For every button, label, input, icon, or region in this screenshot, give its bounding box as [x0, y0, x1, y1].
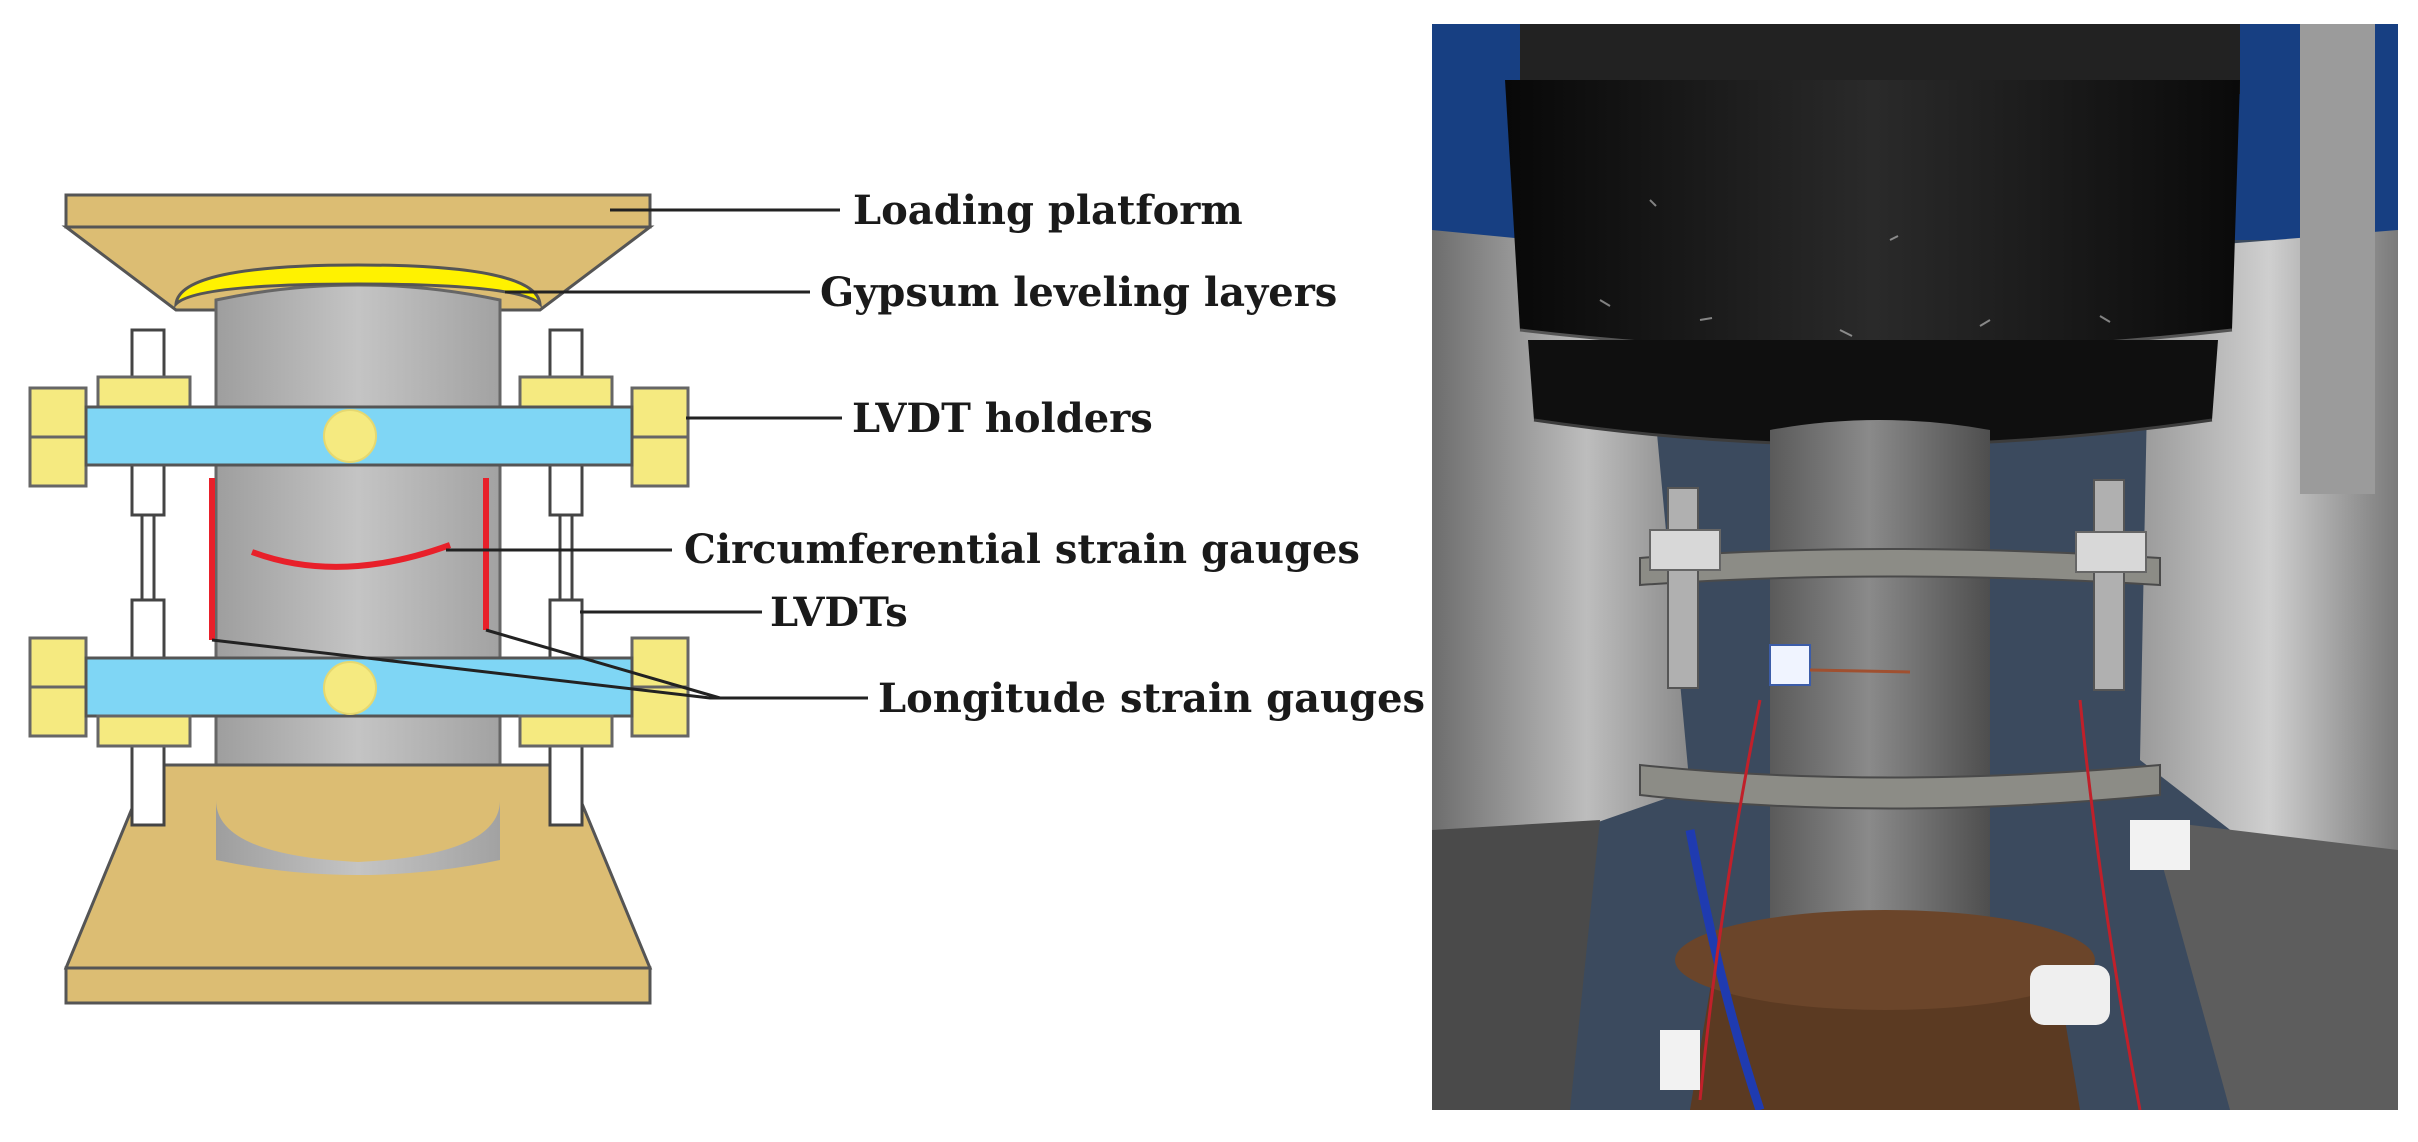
bottom-platform-cutout	[216, 800, 500, 875]
photo-gauge-tag	[1769, 644, 1811, 686]
diagram-labels: Loading platform Gypsum leveling layers …	[684, 187, 1425, 722]
photo-lvdt-right	[2093, 479, 2125, 691]
leader-longitude-b	[485, 628, 721, 700]
leader-longitude-a	[211, 638, 868, 700]
loading-head-flange	[1528, 340, 2218, 445]
top-platform-plate	[64, 193, 652, 229]
photo-lvdt-left	[1667, 487, 1699, 689]
bottom-loading-platform	[63, 763, 653, 1005]
label-gypsum-layers: Gypsum leveling layers	[820, 269, 1337, 316]
label-lvdts: LVDTs	[770, 589, 908, 636]
label-longitude-gauges: Longitude strain gauges	[878, 675, 1425, 722]
test-photo	[1432, 24, 2398, 1110]
label-lvdt-holders: LVDT holders	[852, 395, 1153, 442]
strain-gauges	[209, 478, 489, 640]
lower-clamp-band	[1639, 763, 2161, 810]
loading-head	[1505, 80, 2240, 351]
bottom-platform-plate	[64, 966, 652, 1005]
gypsum-top	[174, 263, 542, 309]
label-loading-platform: Loading platform	[853, 187, 1243, 234]
leader-lines	[211, 208, 868, 700]
lvdt-holder-top	[28, 375, 690, 488]
lvdt-holder-bottom	[28, 636, 690, 748]
red-wire	[2078, 699, 2142, 1110]
circumferential-gauge	[250, 542, 452, 570]
schematic-diagram: Loading platform Gypsum leveling layers …	[28, 187, 1425, 1005]
blue-cable	[1685, 829, 1765, 1110]
upper-clamp-band	[1639, 548, 2161, 587]
label-circumferential-gauges: Circumferential strain gauges	[684, 526, 1360, 573]
